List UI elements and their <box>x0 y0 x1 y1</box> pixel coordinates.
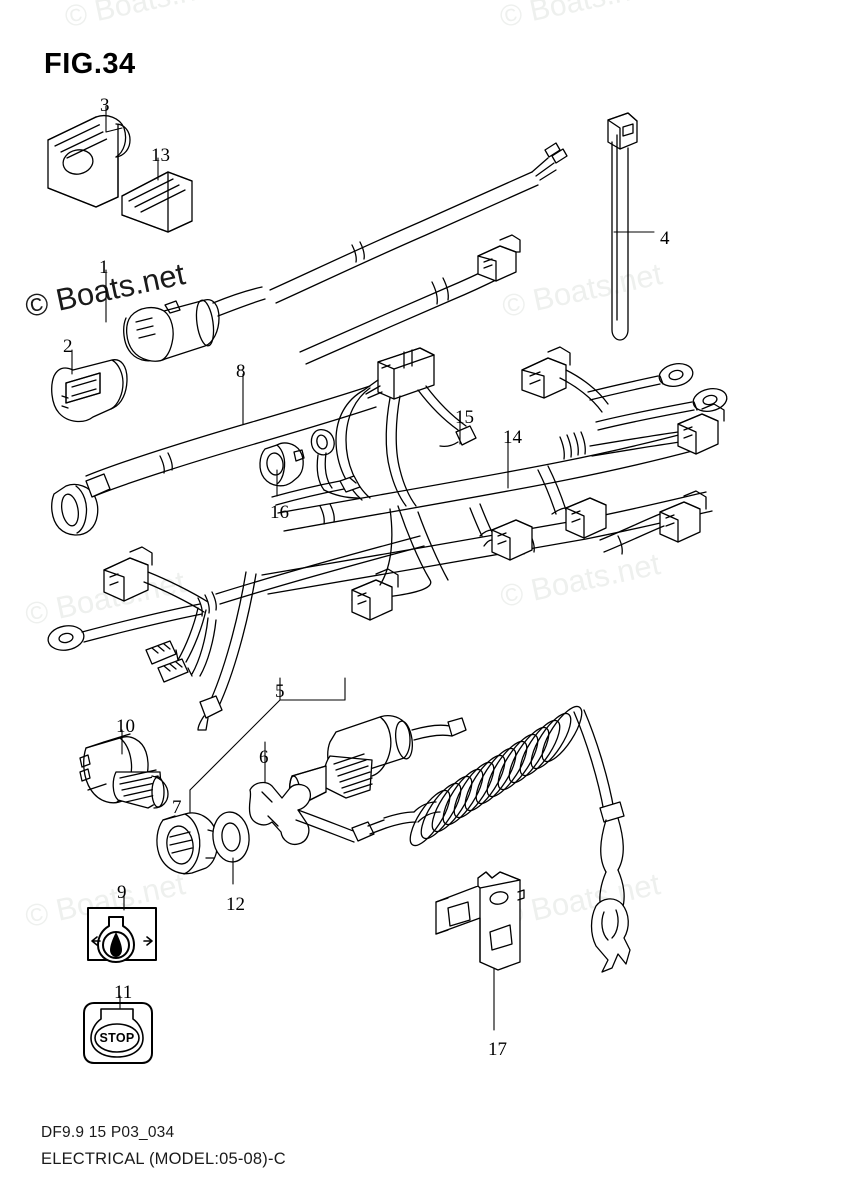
part-13-switch-cap-small <box>121 171 193 233</box>
page-title: FIG.34 <box>44 48 136 80</box>
part-3-switch-cap-large <box>47 114 131 208</box>
harness-upper-leads <box>269 142 568 365</box>
part-2-switch-connector <box>51 359 128 423</box>
callout-number-4: 4 <box>660 228 670 249</box>
callout-number-10: 10 <box>116 716 135 737</box>
part-11-stop-button-cap <box>83 1002 153 1064</box>
callout-number-12: 12 <box>226 894 245 915</box>
harness-center-junction <box>271 347 477 507</box>
part-6-retaining-clip <box>248 781 417 846</box>
callout-number-6: 6 <box>259 747 269 768</box>
part-1-ignition-switch-body <box>123 286 266 362</box>
footer-description: ELECTRICAL (MODEL:05-08)-C <box>41 1150 286 1168</box>
stop-button-label: STOP <box>99 1031 135 1045</box>
callout-number-7: 7 <box>172 797 182 818</box>
callout-number-8: 8 <box>236 361 246 382</box>
callout-number-9: 9 <box>117 882 127 903</box>
harness-left-lower <box>47 535 425 731</box>
part-14-main-harness <box>261 346 728 621</box>
callout-number-11: 11 <box>114 982 133 1003</box>
callout-number-13: 13 <box>151 145 170 166</box>
part-8-ignition-lead <box>51 385 377 536</box>
callout-number-1: 1 <box>99 257 109 278</box>
part-17-mounting-bracket <box>435 871 525 971</box>
callout-leader-lines <box>71 105 655 1031</box>
lanyard-coil-cord <box>409 705 631 973</box>
callout-number-14: 14 <box>503 427 522 448</box>
callout-number-5: 5 <box>275 681 285 702</box>
callout-number-15: 15 <box>455 407 474 428</box>
part-12-flat-washer <box>212 811 250 863</box>
callout-number-2: 2 <box>63 336 73 357</box>
footer-part-code: DF9.9 15 P03_034 <box>41 1124 175 1141</box>
callout-number-16: 16 <box>270 502 289 523</box>
part-7-lock-nut <box>156 812 219 875</box>
part-4-cable-tie <box>607 112 638 341</box>
part-10-stop-switch-body <box>79 733 169 809</box>
callout-number-17: 17 <box>488 1039 507 1060</box>
part-9-key-symbol-plate <box>87 907 157 963</box>
callout-number-3: 3 <box>100 95 110 116</box>
part-16-grommet <box>259 442 305 487</box>
